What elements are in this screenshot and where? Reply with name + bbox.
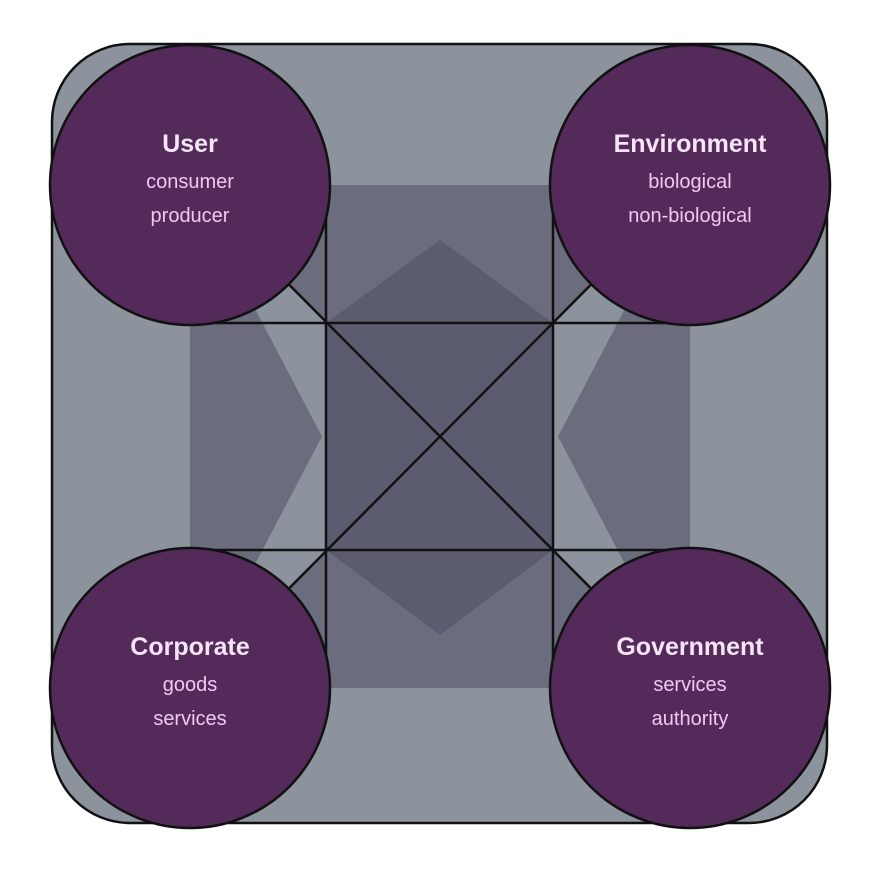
node-circle-environment[interactable] [548, 43, 832, 327]
inner-core-bottom-cap [326, 550, 553, 635]
node-circle-corporate[interactable] [48, 546, 332, 830]
node-government[interactable]: Government services authority [548, 546, 832, 830]
node-user[interactable]: User consumer producer [48, 43, 332, 327]
node-circle-government[interactable] [548, 546, 832, 830]
inner-core-top-cap [326, 240, 553, 323]
node-environment[interactable]: Environment biological non-biological [548, 43, 832, 327]
node-circle-user[interactable] [48, 43, 332, 327]
node-corporate[interactable]: Corporate goods services [48, 546, 332, 830]
